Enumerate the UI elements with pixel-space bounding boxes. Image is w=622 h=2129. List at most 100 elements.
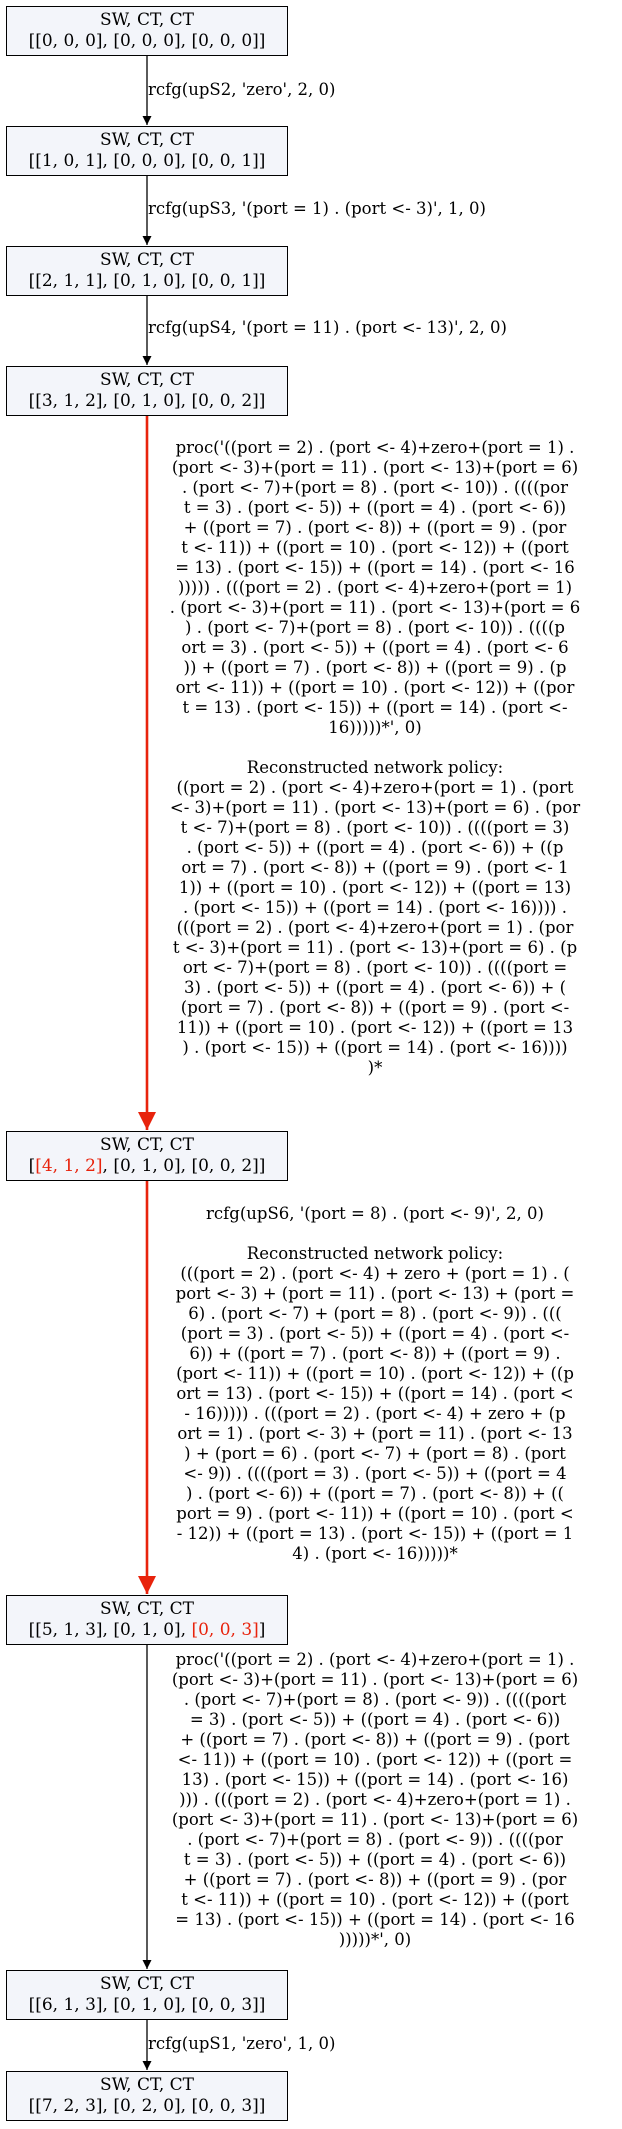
edge-label-line: . (port <- 15)) + ((port = 14) . (port <…	[183, 898, 567, 917]
edge-label-4: rcfg(upS6, '(port = 8) . (port <- 9)', 2…	[140, 1204, 610, 1564]
state-node-4: SW, CT, CT [[4, 1, 2], [0, 1, 0], [0, 0,…	[6, 1131, 288, 1181]
edge-label-line: 16)))))*', 0)	[328, 718, 422, 737]
node-header: SW, CT, CT	[100, 370, 194, 390]
edge-label-6: rcfg(upS1, 'zero', 1, 0)	[148, 2034, 336, 2053]
edge-label-line: ort <- 11)) + ((port = 10) . (port <- 12…	[175, 678, 575, 697]
edge-label-line: <- 9)) . ((((port = 3) . (port <- 5)) + …	[183, 1464, 567, 1483]
edge-label-line: ) . (port <- 15)) + ((port = 14) . (port…	[182, 1038, 568, 1057]
edge-label-line: ort = 7) . (port <- 8)) + ((port = 9) . …	[181, 858, 569, 877]
edge-label-line: 6)) + ((port = 7) . (port <- 8)) + ((por…	[189, 1344, 561, 1363]
node-state-prefix: [	[28, 1156, 36, 1176]
edge-label-line: . (port <- 7)+(port = 8) . (port <- 10))…	[181, 478, 569, 497]
state-node-2: SW, CT, CT [[2, 1, 1], [0, 1, 0], [0, 0,…	[6, 246, 288, 296]
edge-label-line: port <- 3) + (port = 11) . (port <- 13) …	[175, 1284, 575, 1303]
edge-label-line: = 13) . (port <- 15)) + ((port = 14) . (…	[175, 558, 575, 577]
edge-label-line: <- 11)) + ((port = 10) . (port <- 12)) +…	[177, 1750, 573, 1769]
edge-label-line: ((port = 2) . (port <- 4)+zero+(port = 1…	[176, 778, 574, 797]
edge-label-line: ort <- 7)+(port = 8) . (port <- 10)) . (…	[182, 958, 568, 977]
edge-label-line: + ((port = 7) . (port <- 8)) + ((port = …	[183, 518, 567, 537]
edge-label-line: (port = 7) . (port <- 8)) + ((port = 9) …	[180, 998, 570, 1017]
edge-label-line: . (port <- 3)+(port = 11) . (port <- 13)…	[169, 598, 581, 617]
edge-label-line: - 12)) + ((port = 13) . (port <- 15)) + …	[176, 1524, 574, 1543]
edge-label-0: rcfg(upS2, 'zero', 2, 0)	[148, 80, 336, 99]
edge-label-line: . (port <- 7)+(port = 8) . (port <- 9)) …	[183, 1690, 567, 1709]
edge-label-line: ort = 3) . (port <- 5)) + ((port = 4) . …	[181, 638, 569, 657]
edge-label-line: <- 3)+(port = 11) . (port <- 13)+(port =…	[169, 798, 581, 817]
edge-label-line: (((port = 2) . (port <- 4)+zero+(port = …	[176, 918, 574, 937]
edge-label-line: ))) . (((port = 2) . (port <- 4)+zero+(p…	[179, 1790, 571, 1809]
edge-label-line: t <- 7)+(port = 8) . (port <- 10)) . (((…	[180, 818, 570, 837]
node-state: [[1, 0, 1], [0, 0, 0], [0, 0, 1]]	[28, 151, 266, 171]
state-node-0: SW, CT, CT [[0, 0, 0], [0, 0, 0], [0, 0,…	[6, 6, 288, 56]
node-state: [[2, 1, 1], [0, 1, 0], [0, 0, 1]]	[28, 271, 266, 291]
edge-label-2: rcfg(upS4, '(port = 11) . (port <- 13)',…	[148, 318, 507, 337]
edge-label-line: . (port <- 7)+(port = 8) . (port <- 9)) …	[187, 1830, 563, 1849]
edge-label-line: 4) . (port <- 16)))))*	[292, 1544, 458, 1563]
edge-label-line: 13) . (port <- 15)) + ((port = 14) . (po…	[181, 1770, 569, 1789]
edge-label-line: (((port = 2) . (port <- 4) + zero + (por…	[180, 1264, 570, 1283]
edge-label-line: )) + ((port = 7) . (port <- 8)) + ((port…	[183, 658, 567, 677]
edge-label-line: + ((port = 7) . (port <- 8)) + ((port = …	[180, 1730, 570, 1749]
state-node-5: SW, CT, CT [[5, 1, 3], [0, 1, 0], [0, 0,…	[6, 1595, 288, 1645]
edge-label-line: Reconstructed network policy:	[246, 758, 504, 777]
edge-label-line	[140, 1224, 610, 1244]
edge-label-line: = 3) . (port <- 5)) + ((port = 4) . (por…	[189, 1710, 561, 1729]
node-state-suffix: , [0, 1, 0], [0, 0, 2]]	[102, 1156, 266, 1176]
edge-label-line: - 16))))) . (((port = 2) . (port <- 4) +…	[184, 1404, 566, 1423]
node-header: SW, CT, CT	[100, 2075, 194, 2095]
node-state-prefix: [[5, 1, 3], [0, 1, 0],	[28, 1620, 192, 1640]
edge-label-line: = 13) . (port <- 15)) + ((port = 14) . (…	[175, 1910, 575, 1929]
edge-label-3: proc('((port = 2) . (port <- 4)+zero+(po…	[140, 438, 610, 1078]
edge-label-line: 11)) + ((port = 10) . (port <- 12)) + ((…	[176, 1018, 574, 1037]
edge-label-line: 1)) + ((port = 10) . (port <- 12)) + ((p…	[178, 878, 572, 897]
node-state: [[5, 1, 3], [0, 1, 0], [0, 0, 3]]	[7, 1620, 287, 1641]
node-state: [[7, 2, 3], [0, 2, 0], [0, 0, 3]]	[28, 2096, 266, 2116]
edge-label-line: (port <- 11)) + ((port = 10) . (port <- …	[176, 1364, 574, 1383]
edge-label-line: ort = 1) . (port <- 3) + (port = 11) . (…	[177, 1424, 573, 1443]
edge-label-line: proc('((port = 2) . (port <- 4)+zero+(po…	[175, 438, 575, 457]
state-node-7: SW, CT, CT [[7, 2, 3], [0, 2, 0], [0, 0,…	[6, 2071, 288, 2121]
edge-label-line: )*	[367, 1058, 383, 1077]
edge-label-line: t <- 11)) + ((port = 10) . (port <- 12))…	[181, 538, 569, 557]
state-node-6: SW, CT, CT [[6, 1, 3], [0, 1, 0], [0, 0,…	[6, 1970, 288, 2020]
state-node-1: SW, CT, CT [[1, 0, 1], [0, 0, 0], [0, 0,…	[6, 126, 288, 176]
edge-label-line: port = 9) . (port <- 11)) + ((port = 10)…	[176, 1504, 574, 1523]
edge-label-line: rcfg(upS6, '(port = 8) . (port <- 9)', 2…	[206, 1204, 544, 1223]
node-state-highlight: [4, 1, 2]	[35, 1156, 103, 1176]
edge-label-line: t <- 3)+(port = 11) . (port <- 13)+(port…	[172, 938, 578, 957]
node-state: [[3, 1, 2], [0, 1, 0], [0, 0, 2]]	[28, 391, 266, 411]
edge-label-line: t = 13) . (port <- 15)) + ((port = 14) .…	[182, 698, 568, 717]
edge-label-line: proc('((port = 2) . (port <- 4)+zero+(po…	[175, 1650, 575, 1669]
node-state: [[6, 1, 3], [0, 1, 0], [0, 0, 3]]	[28, 1995, 266, 2015]
node-header: SW, CT, CT	[100, 10, 194, 30]
edge-label-line: + ((port = 7) . (port <- 8)) + ((port = …	[183, 1870, 567, 1889]
edge-label-line: t = 3) . (port <- 5)) + ((port = 4) . (p…	[183, 498, 567, 517]
edge-label-line: t <- 11)) + ((port = 10) . (port <- 12))…	[181, 1890, 569, 1909]
edge-label-5: proc('((port = 2) . (port <- 4)+zero+(po…	[140, 1650, 610, 1950]
node-header: SW, CT, CT	[100, 1974, 194, 1994]
edge-label-line: 6) . (port <- 7) + (port = 8) . (port <-…	[188, 1304, 562, 1323]
node-header: SW, CT, CT	[100, 1599, 194, 1619]
edge-label-line: )))))*', 0)	[338, 1930, 412, 1949]
edge-label-line: . (port <- 5)) + ((port = 4) . (port <- …	[186, 838, 564, 857]
node-state: [[4, 1, 2], [0, 1, 0], [0, 0, 2]]	[7, 1156, 287, 1177]
edge-label-line: ))))) . (((port = 2) . (port <- 4)+zero+…	[177, 578, 573, 597]
edge-label-line: Reconstructed network policy:	[246, 1244, 504, 1263]
edge-label-line: (port <- 3)+(port = 11) . (port <- 13)+(…	[171, 1670, 579, 1689]
edge-label-line: ) . (port <- 7)+(port = 8) . (port <- 10…	[185, 618, 565, 637]
edge-label-line: (port <- 3)+(port = 11) . (port <- 13)+(…	[171, 1810, 579, 1829]
edge-label-line: t = 3) . (port <- 5)) + ((port = 4) . (p…	[183, 1850, 567, 1869]
node-state-highlight: [0, 0, 3]	[191, 1620, 259, 1640]
edge-label-line: (port <- 3)+(port = 11) . (port <- 13)+(…	[171, 458, 579, 477]
edge-label-line: (port = 3) . (port <- 5)) + ((port = 4) …	[180, 1324, 570, 1343]
edge-label-1: rcfg(upS3, '(port = 1) . (port <- 3)', 1…	[148, 199, 486, 218]
state-node-3: SW, CT, CT [[3, 1, 2], [0, 1, 0], [0, 0,…	[6, 366, 288, 416]
node-header: SW, CT, CT	[100, 250, 194, 270]
node-state: [[0, 0, 0], [0, 0, 0], [0, 0, 0]]	[28, 31, 266, 51]
edge-label-line	[140, 738, 610, 758]
node-state-suffix: ]	[258, 1620, 266, 1640]
node-header: SW, CT, CT	[100, 1135, 194, 1155]
edge-label-line: ort = 13) . (port <- 15)) + ((port = 14)…	[176, 1384, 574, 1403]
